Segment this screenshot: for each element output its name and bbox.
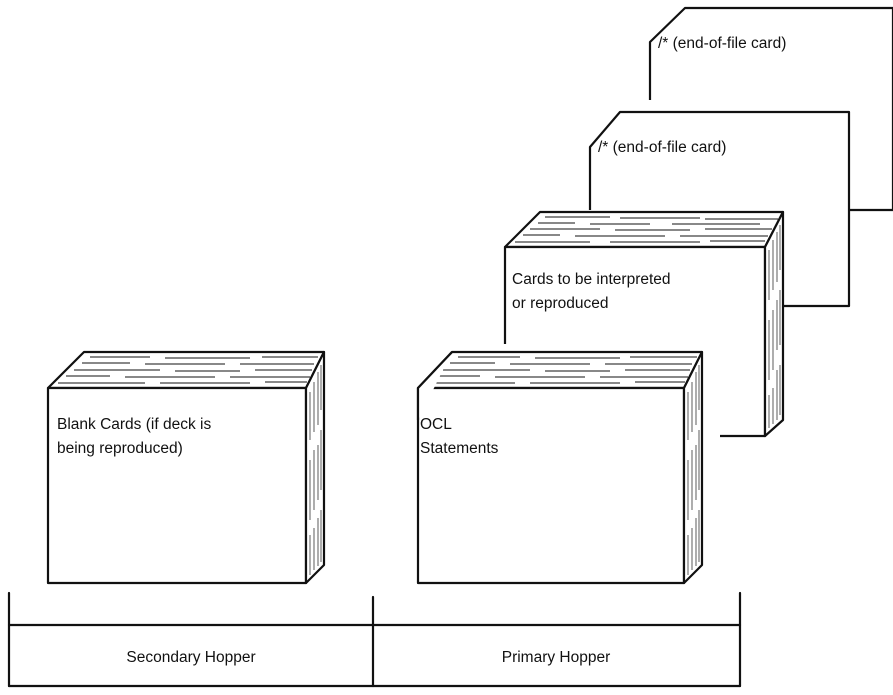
- secondary-hopper: Secondary Hopper: [126, 649, 255, 666]
- interpret-deck-side-hatch: [768, 225, 781, 428]
- primary-hopper: Primary Hopper: [502, 649, 611, 666]
- blank-deck-top-hatch: [58, 356, 318, 384]
- secondary-hopper-label: Secondary Hopper: [126, 649, 255, 666]
- eof-card-back-label: /* (end-of-file card): [658, 35, 786, 52]
- ocl-deck-side-hatch: [687, 365, 700, 575]
- interpret-deck-side: [763, 210, 785, 438]
- ocl-deck-side: [682, 350, 704, 585]
- ocl-deck-top-hatch: [428, 356, 697, 384]
- blank-deck-side-hatch: [309, 365, 322, 575]
- ocl-deck-label-line2: Statements: [420, 440, 499, 457]
- ocl-deck-corner-cut: [416, 351, 453, 420]
- hopper-frame: [7, 591, 742, 688]
- blank-deck-side: [304, 350, 326, 585]
- blank-deck-label-line1: Blank Cards (if deck is: [57, 416, 211, 433]
- eof-card-front-label: /* (end-of-file card): [598, 139, 726, 156]
- ocl-deck-front: [416, 386, 686, 585]
- blank-deck: Blank Cards (if deck is being reproduced…: [46, 350, 326, 585]
- blank-deck-front: [46, 386, 308, 585]
- blank-deck-label-line2: being reproduced): [57, 440, 183, 457]
- eof-card-front: /* (end-of-file card): [588, 110, 851, 308]
- ocl-deck: OCL Statements: [416, 350, 704, 585]
- interpret-deck-label-line1: Cards to be interpreted: [512, 271, 671, 288]
- interpret-deck-label-line2: or reproduced: [512, 295, 609, 312]
- interpret-deck-top-hatch: [515, 216, 778, 243]
- primary-hopper-label: Primary Hopper: [502, 649, 611, 666]
- ocl-deck-label-line1: OCL: [420, 416, 452, 433]
